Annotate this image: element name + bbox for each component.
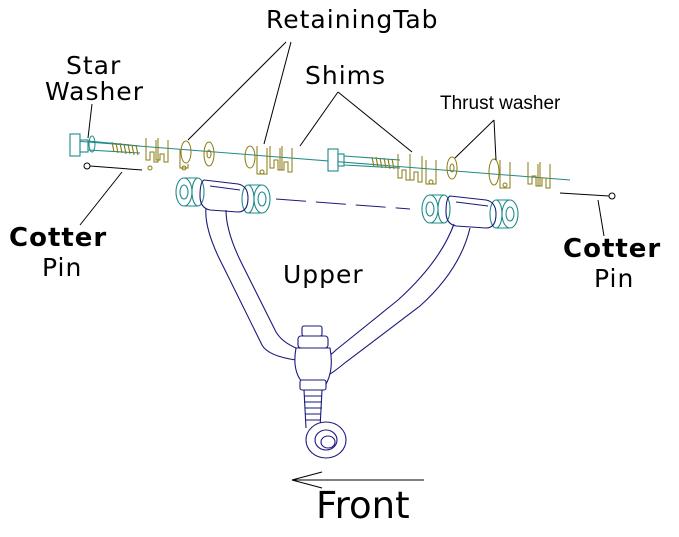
right-bushings xyxy=(421,194,519,229)
label-shims: Shims xyxy=(305,61,387,90)
label-cotter-pin-right-line2: Pin xyxy=(594,264,635,293)
left-hardware-stack xyxy=(145,138,293,175)
label-star-washer-line2: Washer xyxy=(45,77,144,106)
label-thrust-washer: Thrust washer xyxy=(440,93,561,114)
label-star-washer-line1: Star xyxy=(66,51,122,80)
left-bushings xyxy=(175,177,271,214)
star-washer xyxy=(88,135,96,153)
label-upper: Upper xyxy=(283,260,364,289)
label-cotter-pin-left-line2: Pin xyxy=(42,253,83,282)
label-front: Front xyxy=(316,484,410,527)
right-shaft-bolt xyxy=(327,148,401,172)
left-shaft-bolt xyxy=(69,133,141,157)
label-cotter-pin-right-line1: Cotter xyxy=(563,234,662,264)
label-cotter-pin-left-line1: Cotter xyxy=(9,223,108,253)
front-arrow xyxy=(291,471,424,489)
right-hardware-stack xyxy=(397,154,551,189)
label-retaining-tab: RetainingTab xyxy=(266,5,439,34)
pivot-centerline xyxy=(275,198,411,210)
leader-lines xyxy=(79,41,605,237)
upper-control-arm xyxy=(199,179,497,459)
cotter-pin-right xyxy=(559,192,616,200)
cotter-pin-left xyxy=(83,162,143,171)
